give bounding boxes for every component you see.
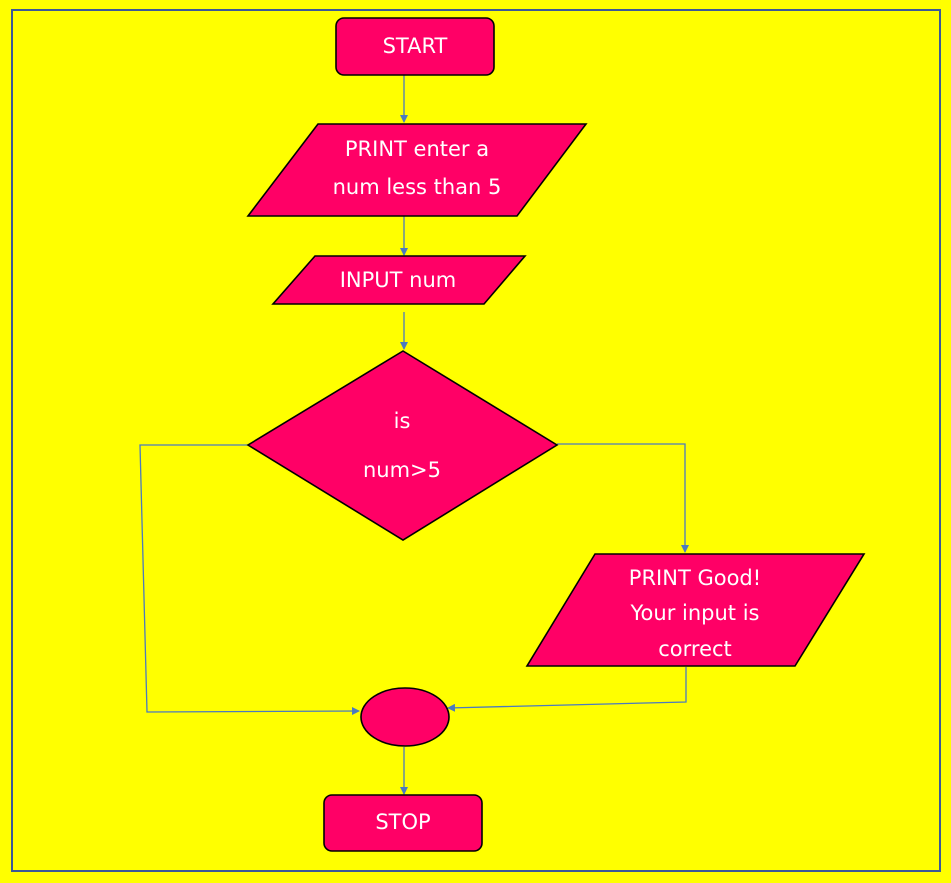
stop-shape — [323, 794, 483, 852]
edge-decision-right-to-print-good — [557, 443, 689, 553]
edge-print-good-to-connector — [447, 667, 687, 712]
connector-lines — [139, 75, 689, 795]
print-good-node[interactable]: PRINT Good! Your input is correct — [525, 553, 866, 667]
decision-label-line-2: num>5 — [363, 458, 441, 482]
start-node[interactable]: START — [335, 17, 495, 76]
print-good-label-line-3: correct — [658, 637, 732, 661]
decision-shape — [246, 350, 559, 541]
input-num-label: INPUT num — [340, 268, 457, 292]
print-good-label-line-1: PRINT Good! — [629, 566, 761, 590]
print-prompt-label-line-2: num less than 5 — [333, 175, 502, 199]
print-prompt-label-line-1: PRINT enter a — [345, 137, 489, 161]
print-prompt-shape — [246, 123, 588, 217]
diagram-frame — [11, 9, 941, 872]
print-prompt-node[interactable]: PRINT enter a num less than 5 — [246, 123, 588, 217]
merge-connector-shape — [360, 687, 450, 747]
merge-connector-node[interactable] — [360, 687, 450, 747]
stop-node[interactable]: STOP — [323, 794, 483, 852]
edge-decision-left-to-connector — [139, 444, 360, 716]
print-good-label-line-2: Your input is — [630, 601, 760, 625]
stop-label: STOP — [375, 810, 430, 834]
decision-label-line-1: is — [394, 409, 411, 433]
decision-node[interactable]: is num>5 — [246, 350, 559, 541]
start-shape — [335, 17, 495, 76]
start-label: START — [383, 34, 448, 58]
print-good-shape — [525, 553, 866, 667]
input-num-node[interactable]: INPUT num — [271, 255, 527, 305]
input-num-shape — [271, 255, 527, 305]
